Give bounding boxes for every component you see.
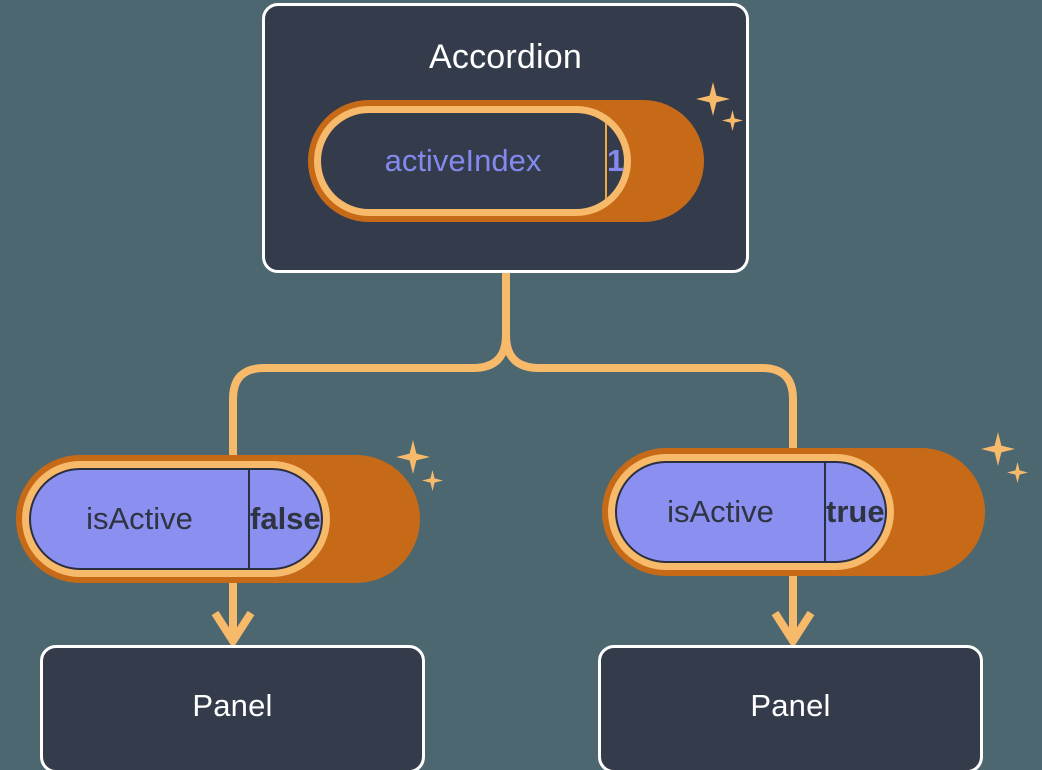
state-value-is-active-false: false bbox=[250, 501, 321, 536]
state-key-active-index: activeIndex bbox=[321, 113, 607, 209]
sparkle-icon bbox=[981, 432, 1015, 466]
state-pill-ring: activeIndex 1 bbox=[314, 106, 632, 216]
state-pill-is-active-true[interactable]: isActive true bbox=[602, 448, 985, 576]
sparkle-icon bbox=[422, 470, 443, 491]
arrowhead-left bbox=[211, 610, 255, 649]
sparkle-icon bbox=[396, 440, 430, 474]
panel-left-title: Panel bbox=[192, 688, 273, 723]
state-key-is-active-false: isActive bbox=[31, 470, 250, 568]
arrowhead-right bbox=[771, 610, 815, 649]
state-pill-body: isActive false bbox=[29, 468, 323, 570]
state-value-is-active-true: true bbox=[826, 494, 885, 529]
state-pill-body: isActive true bbox=[615, 461, 887, 563]
state-pill-active-index[interactable]: activeIndex 1 bbox=[308, 100, 704, 222]
panel-right-title: Panel bbox=[750, 688, 831, 723]
state-pill-ring: isActive true bbox=[608, 454, 894, 570]
state-pill-ring: isActive false bbox=[22, 461, 330, 577]
sparkle-icon-group-right bbox=[975, 432, 1042, 502]
component-card-panel-right[interactable]: Panel bbox=[598, 645, 983, 770]
state-pill-body: activeIndex 1 bbox=[321, 113, 625, 209]
sparkle-icon bbox=[1007, 462, 1028, 483]
wire-to-right-branch bbox=[502, 269, 797, 456]
state-key-is-active-true: isActive bbox=[617, 463, 826, 561]
accordion-title: Accordion bbox=[429, 38, 582, 76]
state-value-active-index: 1 bbox=[607, 143, 625, 178]
component-card-panel-left[interactable]: Panel bbox=[40, 645, 425, 770]
wire-to-left-branch bbox=[229, 269, 510, 464]
state-pill-is-active-false[interactable]: isActive false bbox=[16, 455, 420, 583]
